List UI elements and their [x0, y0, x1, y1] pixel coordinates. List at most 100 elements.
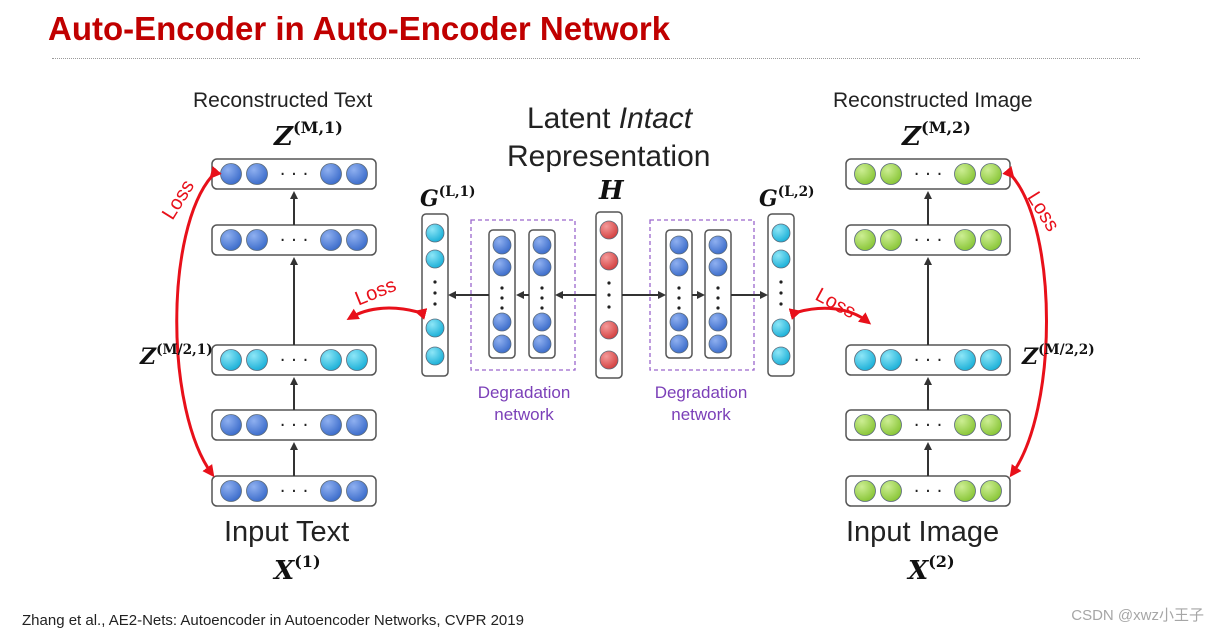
title-divider — [52, 58, 1140, 59]
g-left-dots — [433, 291, 437, 295]
g-right-layer-node — [771, 223, 791, 243]
left-layer-4-node — [320, 414, 342, 436]
g-right-layer-node — [771, 346, 791, 366]
g-l2-symbol: G(L,2) — [759, 184, 815, 213]
deg-right-layer-b-node — [708, 334, 728, 354]
deg-left-a-dots — [500, 306, 504, 310]
left-layer-top-node — [220, 163, 242, 185]
latent-title-line2: Representation — [507, 140, 711, 173]
deg-left-layer-a-node — [492, 334, 512, 354]
left-layer-middle-node — [346, 349, 368, 371]
right-layer-input-node — [980, 480, 1002, 502]
right-layer-input-ellipsis: · · · — [914, 481, 943, 502]
deg-right-layer-b-node — [708, 257, 728, 277]
deg-right-b-dots — [716, 286, 720, 290]
left-layer-middle-ellipsis: · · · — [280, 350, 309, 371]
deg-right-layer-b-node — [708, 312, 728, 332]
h-layer-node — [599, 251, 619, 271]
deg-left-layer-a-node — [492, 235, 512, 255]
right-layer-input-node — [854, 480, 876, 502]
deg-left-b-dots — [540, 286, 544, 290]
deg-left-layer-b-node — [532, 334, 552, 354]
watermark: CSDN @xwz小王子 — [1071, 607, 1204, 624]
right-layer-4-node — [854, 414, 876, 436]
left-layer-2-node — [346, 229, 368, 251]
latent-title-line1: Latent Intact — [527, 102, 693, 135]
deg-right-b-dots — [716, 306, 720, 310]
right-layer-middle-node — [880, 349, 902, 371]
g-right-dots — [779, 280, 783, 284]
deg-left-b-dots — [540, 296, 544, 300]
left-layer-top-node — [246, 163, 268, 185]
right-layer-input-node — [954, 480, 976, 502]
left-layer-4-node — [246, 414, 268, 436]
left-layer-4-ellipsis: · · · — [280, 415, 309, 436]
deg-right-layer-a-node — [669, 312, 689, 332]
right-layer-top-node — [854, 163, 876, 185]
right-layer-2-node — [980, 229, 1002, 251]
right-layer-top-node — [880, 163, 902, 185]
left-layer-2-ellipsis: · · · — [280, 230, 309, 251]
right-layer-middle-node — [954, 349, 976, 371]
deg-left-layer-b-node — [532, 312, 552, 332]
left-layer-input-node — [346, 480, 368, 502]
deg-right-layer-a-node — [669, 257, 689, 277]
g-left-layer-node — [425, 223, 445, 243]
deg-left-a-dots — [500, 296, 504, 300]
h-layer-node — [599, 320, 619, 340]
right-layer-2-node — [954, 229, 976, 251]
deg-left-b-dots — [540, 306, 544, 310]
input-image-label: Input Image — [846, 516, 1000, 548]
right-layer-top-ellipsis: · · · — [914, 164, 943, 185]
right-layer-4-node — [880, 414, 902, 436]
right-layer-input-node — [880, 480, 902, 502]
deg-right-a-dots — [677, 286, 681, 290]
slide-title: Auto-Encoder in Auto-Encoder Network — [48, 10, 671, 47]
h-symbol: H — [599, 176, 624, 206]
left-layer-top-node — [320, 163, 342, 185]
h-dots — [607, 293, 611, 297]
right-layer-4-ellipsis: · · · — [914, 415, 943, 436]
x1-symbol: X(1) — [274, 552, 321, 587]
g-right-layer-node — [771, 249, 791, 269]
g-right-layer-node — [771, 318, 791, 338]
left-layer-middle-node — [220, 349, 242, 371]
right-layer-middle-ellipsis: · · · — [914, 350, 943, 371]
g-left-layer-node — [425, 346, 445, 366]
right-layer-2-node — [854, 229, 876, 251]
left-layer-4-node — [346, 414, 368, 436]
loss-arrow-left-outer — [175, 166, 222, 478]
right-layer-middle-node — [980, 349, 1002, 371]
left-layer-middle-node — [246, 349, 268, 371]
z-half-1-symbol: Z(M/2,1) — [140, 342, 213, 371]
left-layer-input-ellipsis: · · · — [280, 481, 309, 502]
deg-right-a-dots — [677, 306, 681, 310]
z-half-2-symbol: Z(M/2,2) — [1022, 342, 1095, 371]
deg-left-layer-a-node — [492, 257, 512, 277]
h-dots — [607, 281, 611, 285]
h-dots — [607, 305, 611, 309]
right-layer-top-node — [954, 163, 976, 185]
h-layer-node — [599, 350, 619, 370]
g-right-dots — [779, 291, 783, 295]
deg-right-layer-a-node — [669, 334, 689, 354]
g-left-dots — [433, 280, 437, 284]
left-layer-4-node — [220, 414, 242, 436]
left-layer-top-node — [346, 163, 368, 185]
left-layer-middle-node — [320, 349, 342, 371]
h-layer-node — [599, 220, 619, 240]
left-layer-input-node — [220, 480, 242, 502]
right-layer-2-ellipsis: · · · — [914, 230, 943, 251]
input-text-label: Input Text — [224, 516, 350, 548]
deg-right-layer-a-node — [669, 235, 689, 255]
right-layer-top-node — [980, 163, 1002, 185]
loss-arrow-left-inner — [346, 306, 428, 321]
x2-symbol: X(2) — [908, 552, 955, 587]
left-layer-2-node — [220, 229, 242, 251]
left-layer-top-ellipsis: · · · — [280, 164, 309, 185]
right-layer-4-node — [980, 414, 1002, 436]
deg-right-layer-b-node — [708, 235, 728, 255]
left-layer-2-node — [320, 229, 342, 251]
g-left-layer-node — [425, 318, 445, 338]
